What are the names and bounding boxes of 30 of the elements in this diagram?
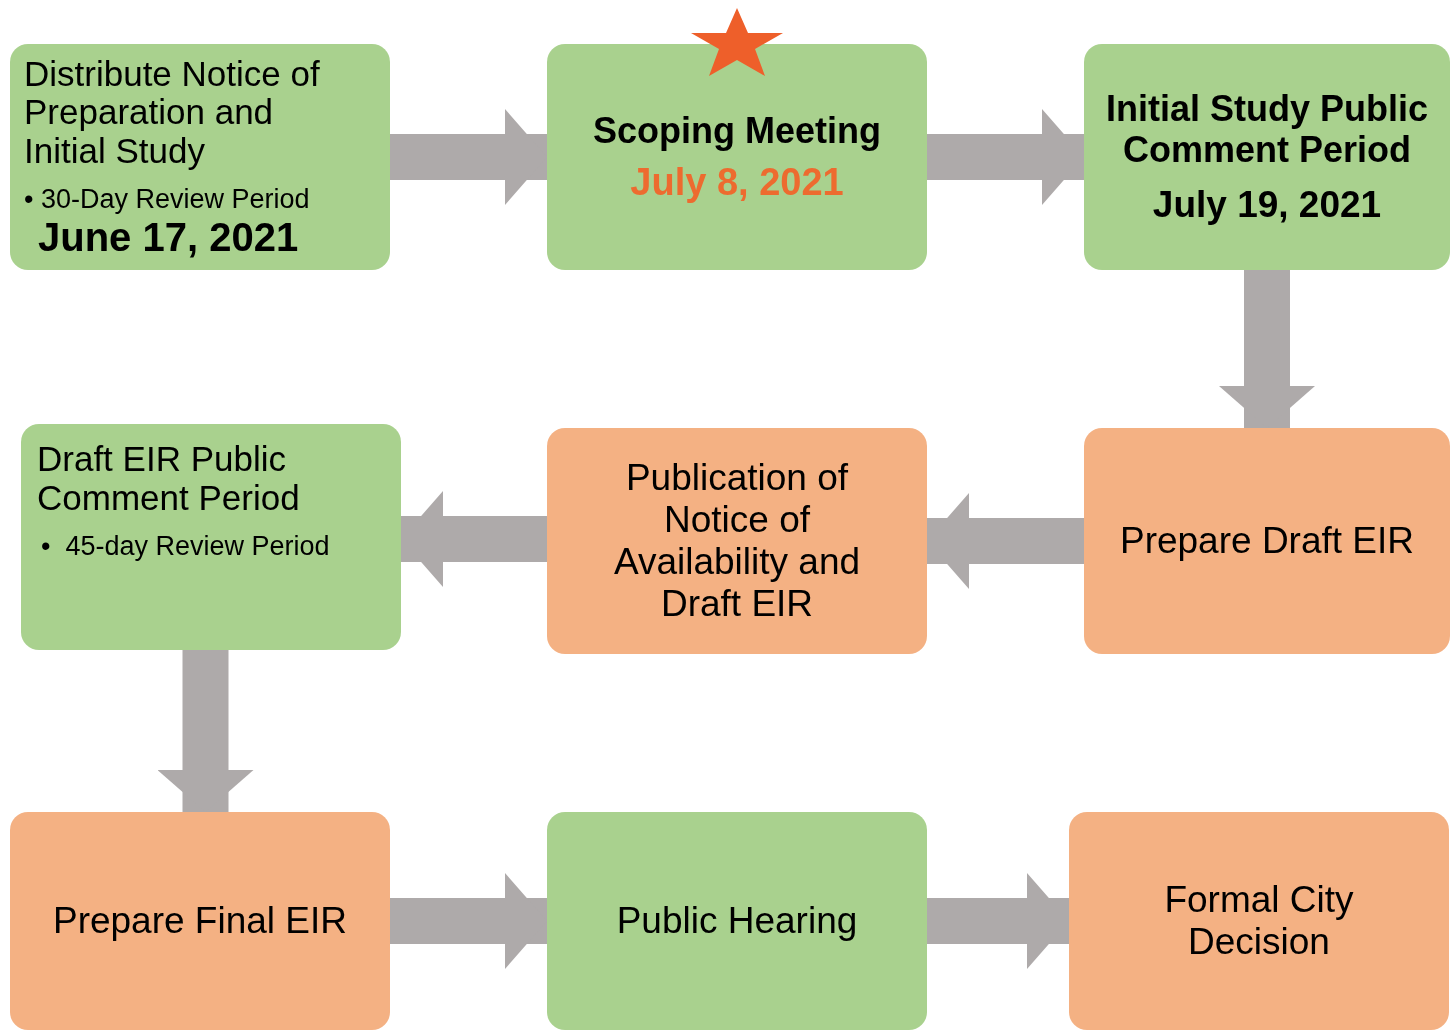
block-arrow (927, 873, 1069, 969)
step-text: Publication of Notice of Availability and Draft EIR (612, 457, 862, 625)
step-box (1084, 44, 1450, 270)
date-text: July 19, 2021 (1152, 184, 1382, 227)
step-box (10, 44, 390, 270)
bullet-text: • 30-Day Review Period (24, 184, 310, 216)
step-box (1084, 428, 1450, 654)
step-text: Public Hearing (616, 900, 858, 942)
date-text: July 8, 2021 (630, 161, 844, 205)
step-text: Initial Study Public Comment Period (1105, 87, 1429, 171)
step-text: Formal City Decision (1163, 879, 1355, 963)
step-box (1069, 812, 1449, 1030)
step-text: Draft EIR Public Comment Period (37, 440, 301, 517)
step-text: Prepare Draft EIR (1119, 520, 1415, 562)
bullet-text: • 45-day Review Period (41, 531, 330, 562)
step-box (547, 812, 927, 1030)
step-text: Prepare Final EIR (52, 900, 348, 942)
block-arrow (927, 109, 1084, 205)
block-arrow (401, 491, 547, 587)
block-arrow (927, 493, 1084, 589)
block-arrow (1219, 270, 1315, 428)
block-arrow (157, 650, 254, 812)
step-box (547, 428, 927, 654)
step-box (10, 812, 390, 1030)
step-box (21, 424, 401, 650)
step-text: Distribute Notice of Preparation and Initial Study (24, 54, 321, 171)
block-arrow (390, 109, 547, 205)
step-text: Scoping Meeting (593, 109, 881, 152)
date-text: June 17, 2021 (38, 215, 299, 260)
block-arrow (390, 873, 547, 969)
